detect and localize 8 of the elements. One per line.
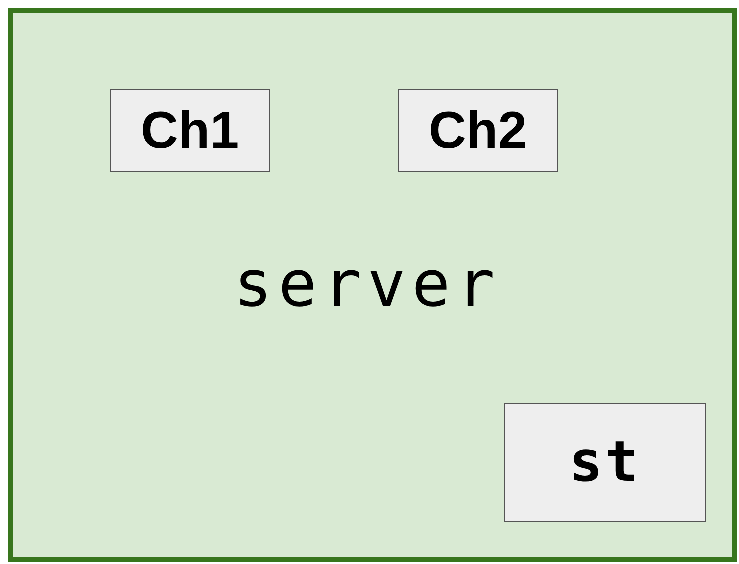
- process-box: [398, 89, 558, 172]
- process-box: [504, 403, 706, 522]
- process-box: [110, 89, 270, 172]
- container-title: server: [234, 248, 502, 322]
- node-label: st: [569, 430, 641, 495]
- node-label: Ch1: [140, 100, 240, 160]
- node-label: Ch2: [428, 100, 528, 160]
- container-box: [8, 8, 737, 562]
